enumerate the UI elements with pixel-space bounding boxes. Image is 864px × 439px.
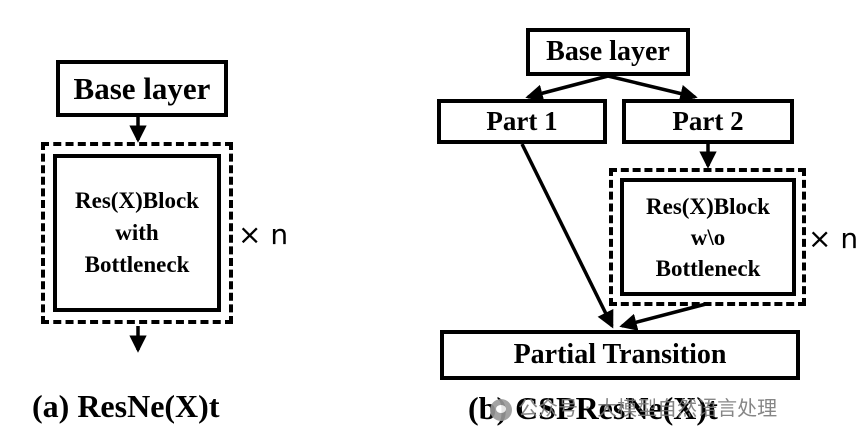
- right-base-layer-label: Base layer: [546, 36, 670, 67]
- watermark-text: 公众号 · 大模型自然语言处理: [518, 396, 778, 420]
- right-repeat-label: × n: [808, 222, 858, 255]
- left-base-layer-label: Base layer: [73, 70, 211, 106]
- arrow-right-base-to-part2: [607, 74, 698, 103]
- left-resblock-box: Res(X)Block with Bottleneck: [53, 154, 221, 312]
- right-resblock-line-3: Bottleneck: [655, 255, 761, 281]
- right-partial-transition-box: Partial Transition: [440, 330, 800, 380]
- right-resblock-box: Res(X)Block w\o Bottleneck: [620, 178, 796, 296]
- left-resblock-line-2: with: [115, 220, 159, 245]
- right-resblock-line-2: w\o: [690, 224, 726, 250]
- right-part2-box: Part 2: [622, 99, 794, 144]
- right-base-layer-box: Base layer: [526, 28, 690, 76]
- arrow-right-block-to-transition: [619, 302, 707, 331]
- watermark: 公众号 · 大模型自然语言处理: [490, 392, 777, 421]
- left-resblock-line-1: Res(X)Block: [75, 188, 199, 213]
- left-repeat-dashed-frame: [41, 142, 233, 324]
- wechat-icon: [490, 398, 512, 421]
- arrow-right-part1-to-transition: [520, 143, 614, 329]
- left-repeat-text: × n: [238, 218, 289, 251]
- left-repeat-label: × n: [238, 218, 288, 251]
- arrow-right-base-to-part1: [525, 74, 609, 102]
- right-repeat-dashed-frame: [609, 168, 806, 306]
- left-caption: (a) ResNe(X)t: [32, 388, 220, 424]
- right-part1-label: Part 1: [486, 106, 558, 136]
- left-base-layer-box: Base layer: [56, 60, 228, 117]
- right-resblock-line-1: Res(X)Block: [646, 193, 770, 219]
- right-partial-transition-label: Partial Transition: [513, 339, 727, 370]
- right-part1-box: Part 1: [437, 99, 607, 144]
- left-resblock-line-3: Bottleneck: [84, 252, 190, 277]
- right-repeat-text: × n: [808, 222, 859, 255]
- right-part2-label: Part 2: [672, 106, 744, 136]
